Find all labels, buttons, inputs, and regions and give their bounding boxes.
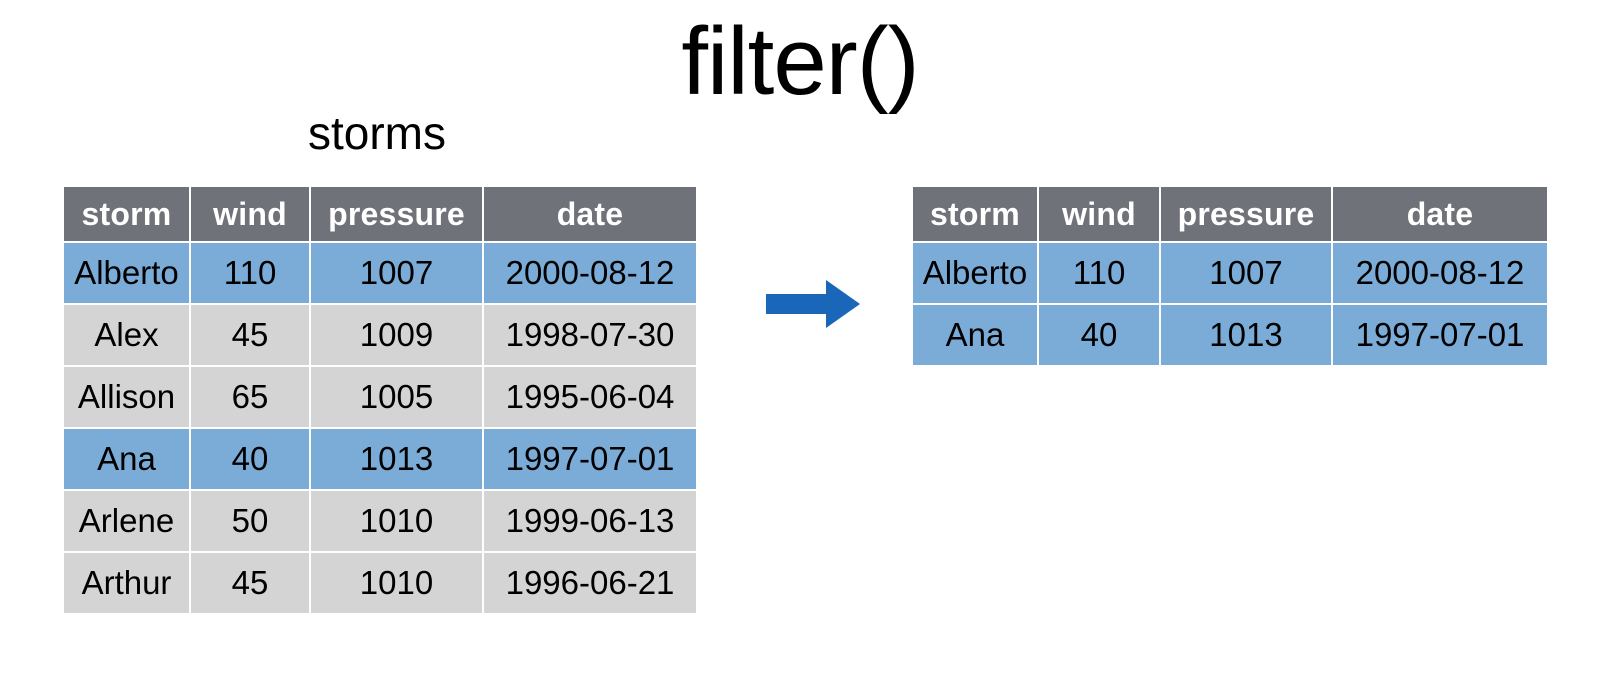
cell-pressure: 1007 xyxy=(1161,243,1333,305)
cell-storm: Ana xyxy=(64,429,191,491)
cell-storm: Alberto xyxy=(913,243,1039,305)
result-table-body: Alberto 110 1007 2000-08-12 Ana 40 1013 … xyxy=(913,243,1547,365)
cell-storm: Ana xyxy=(913,305,1039,365)
cell-storm: Arlene xyxy=(64,491,191,553)
table-header-row: storm wind pressure date xyxy=(64,187,696,243)
result-table-header: storm wind pressure date xyxy=(913,187,1547,243)
cell-pressure: 1013 xyxy=(1161,305,1333,365)
cell-wind: 45 xyxy=(191,553,311,613)
column-header-storm[interactable]: storm xyxy=(913,187,1039,243)
cell-date: 1996-06-21 xyxy=(484,553,696,613)
cell-wind: 40 xyxy=(191,429,311,491)
cell-wind: 110 xyxy=(191,243,311,305)
source-table-caption: storms xyxy=(308,107,446,159)
table-row[interactable]: Alberto 110 1007 2000-08-12 xyxy=(913,243,1547,305)
cell-pressure: 1013 xyxy=(311,429,484,491)
cell-storm: Arthur xyxy=(64,553,191,613)
cell-pressure: 1009 xyxy=(311,305,484,367)
cell-wind: 50 xyxy=(191,491,311,553)
cell-pressure: 1005 xyxy=(311,367,484,429)
table-row[interactable]: Alberto 110 1007 2000-08-12 xyxy=(64,243,696,305)
table-header-row: storm wind pressure date xyxy=(913,187,1547,243)
cell-date: 1997-07-01 xyxy=(484,429,696,491)
cell-date: 1998-07-30 xyxy=(484,305,696,367)
table-row[interactable]: Alex 45 1009 1998-07-30 xyxy=(64,305,696,367)
source-table: storm wind pressure date Alberto 110 100… xyxy=(64,187,696,613)
cell-wind: 65 xyxy=(191,367,311,429)
column-header-date[interactable]: date xyxy=(1333,187,1547,243)
cell-date: 1997-07-01 xyxy=(1333,305,1547,365)
column-header-pressure[interactable]: pressure xyxy=(1161,187,1333,243)
cell-storm: Alberto xyxy=(64,243,191,305)
cell-storm: Allison xyxy=(64,367,191,429)
cell-date: 1999-06-13 xyxy=(484,491,696,553)
cell-wind: 45 xyxy=(191,305,311,367)
table-row[interactable]: Ana 40 1013 1997-07-01 xyxy=(64,429,696,491)
cell-wind: 110 xyxy=(1039,243,1161,305)
column-header-wind[interactable]: wind xyxy=(191,187,311,243)
cell-date: 1995-06-04 xyxy=(484,367,696,429)
source-table-body: Alberto 110 1007 2000-08-12 Alex 45 1009… xyxy=(64,243,696,613)
column-header-date[interactable]: date xyxy=(484,187,696,243)
column-header-pressure[interactable]: pressure xyxy=(311,187,484,243)
table-row[interactable]: Arlene 50 1010 1999-06-13 xyxy=(64,491,696,553)
table-row[interactable]: Ana 40 1013 1997-07-01 xyxy=(913,305,1547,365)
right-arrow-icon xyxy=(766,280,860,328)
result-table: storm wind pressure date Alberto 110 100… xyxy=(913,187,1547,365)
table-row[interactable]: Allison 65 1005 1995-06-04 xyxy=(64,367,696,429)
cell-storm: Alex xyxy=(64,305,191,367)
column-header-storm[interactable]: storm xyxy=(64,187,191,243)
cell-pressure: 1007 xyxy=(311,243,484,305)
table-row[interactable]: Arthur 45 1010 1996-06-21 xyxy=(64,553,696,613)
cell-pressure: 1010 xyxy=(311,553,484,613)
cell-pressure: 1010 xyxy=(311,491,484,553)
source-table-header: storm wind pressure date xyxy=(64,187,696,243)
cell-date: 2000-08-12 xyxy=(1333,243,1547,305)
page-title: filter() xyxy=(681,8,919,115)
cell-wind: 40 xyxy=(1039,305,1161,365)
cell-date: 2000-08-12 xyxy=(484,243,696,305)
column-header-wind[interactable]: wind xyxy=(1039,187,1161,243)
